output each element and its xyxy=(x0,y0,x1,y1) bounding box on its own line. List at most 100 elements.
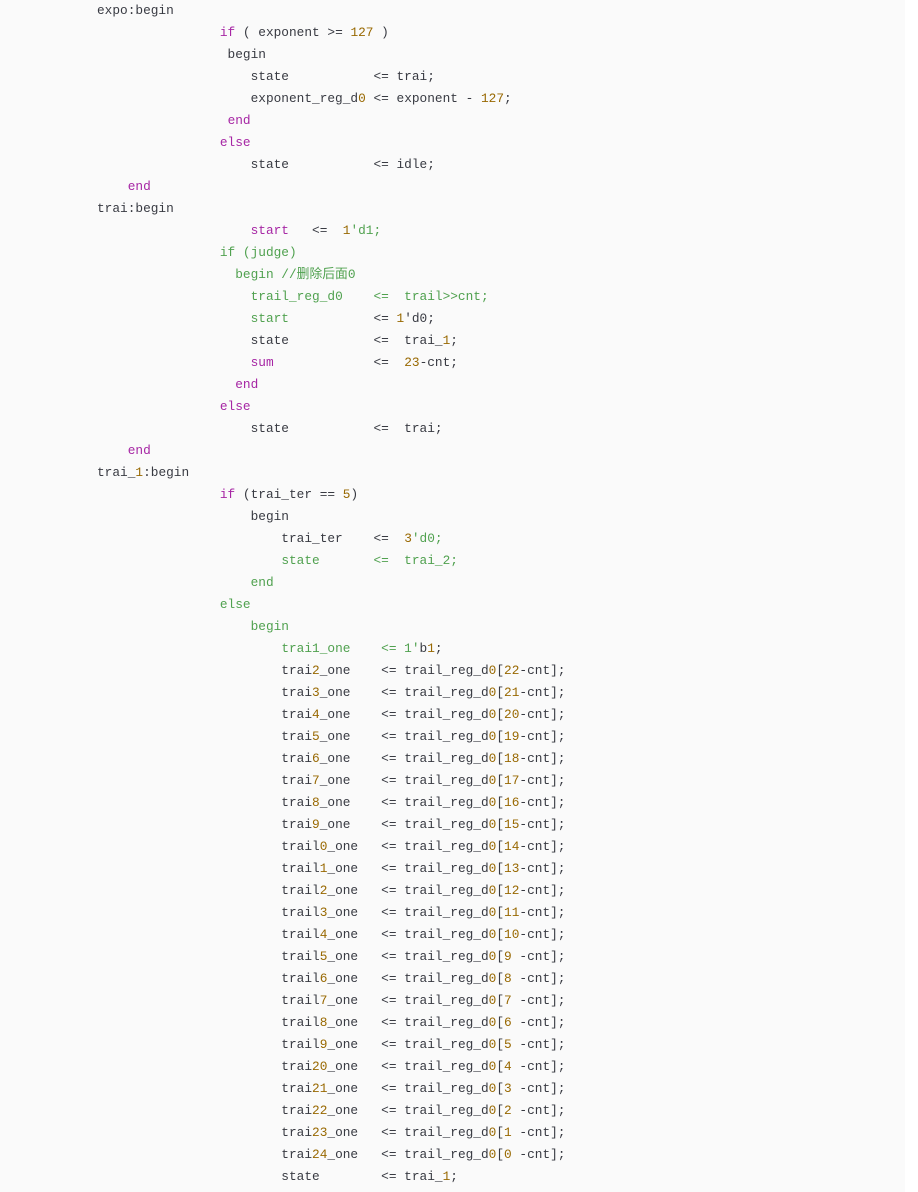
code-number: 5 xyxy=(504,1037,512,1052)
code-keyword: else xyxy=(219,399,251,414)
code-line: trai21_one <= trail_reg_d0[3 -cnt]; xyxy=(97,1078,566,1100)
code-text: ( exponent >= xyxy=(235,25,351,40)
code-text: -cnt]; xyxy=(511,1015,566,1030)
code-number: 0 xyxy=(488,993,497,1008)
code-line: trai:begin xyxy=(97,198,566,220)
code-text: :begin xyxy=(143,465,190,480)
code-number: 0 xyxy=(488,729,497,744)
code-number: 4 xyxy=(504,1059,512,1074)
code-text: trail xyxy=(97,971,320,986)
code-text: [ xyxy=(496,1147,505,1162)
code-text: [ xyxy=(496,1081,505,1096)
code-number: 0 xyxy=(488,905,497,920)
code-keyword: if xyxy=(219,25,236,40)
code-number: 1 xyxy=(319,861,328,876)
code-text: trai xyxy=(97,817,313,832)
code-text: -cnt]; xyxy=(511,1037,566,1052)
code-text: trai xyxy=(97,707,313,722)
code-line: sum <= 23-cnt; xyxy=(97,352,566,374)
code-text: _one <= trail_reg_d xyxy=(319,685,489,700)
code-number: 0 xyxy=(504,1147,512,1162)
code-number: 5 xyxy=(312,729,320,744)
code-string: else xyxy=(219,597,251,612)
code-number: 8 xyxy=(319,1015,328,1030)
code-text: expo:begin xyxy=(97,3,174,18)
code-text: _one <= trail_reg_d xyxy=(319,663,489,678)
code-text: [ xyxy=(496,1125,505,1140)
code-number: 14 xyxy=(504,839,520,854)
code-text: trail xyxy=(97,839,320,854)
code-text: begin xyxy=(97,509,289,524)
code-number: 2 xyxy=(312,663,320,678)
code-line: end xyxy=(97,110,566,132)
code-number: 21 xyxy=(504,685,520,700)
code-number: 1 xyxy=(442,1169,451,1184)
code-number: 19 xyxy=(504,729,520,744)
code-number: 0 xyxy=(488,1081,497,1096)
code-text: trail xyxy=(97,883,320,898)
code-number: 8 xyxy=(504,971,512,986)
code-text: trail xyxy=(97,1037,320,1052)
code-text xyxy=(97,399,220,414)
code-number: 1 xyxy=(342,223,351,238)
code-text: -cnt]; xyxy=(519,707,566,722)
code-text: _one <= trail_reg_d xyxy=(327,1037,489,1052)
code-text: -cnt]; xyxy=(519,663,566,678)
code-string: 'd0; xyxy=(411,531,443,546)
code-text: (trai_ter == xyxy=(235,487,343,502)
code-number: 0 xyxy=(488,707,497,722)
code-number: 12 xyxy=(504,883,520,898)
code-line: trai_1:begin xyxy=(97,462,566,484)
code-line: trai9_one <= trail_reg_d0[15-cnt]; xyxy=(97,814,566,836)
code-line: if (judge) xyxy=(97,242,566,264)
code-text: _one <= trail_reg_d xyxy=(327,927,489,942)
code-text: -cnt]; xyxy=(511,949,566,964)
code-line: trail9_one <= trail_reg_d0[5 -cnt]; xyxy=(97,1034,566,1056)
code-line: else xyxy=(97,396,566,418)
code-number: 11 xyxy=(504,905,520,920)
code-text: [ xyxy=(496,993,505,1008)
code-text: -cnt]; xyxy=(511,1059,566,1074)
code-number: 9 xyxy=(319,1037,328,1052)
code-text: ) xyxy=(350,487,359,502)
code-line: state <= trai_1; xyxy=(97,330,566,352)
code-text: trai:begin xyxy=(97,201,174,216)
code-text: -cnt]; xyxy=(519,751,566,766)
code-number: 0 xyxy=(319,839,328,854)
code-text xyxy=(97,597,220,612)
code-text: _one <= trail_reg_d xyxy=(327,1015,489,1030)
code-text: ; xyxy=(450,333,458,348)
code-line: trai3_one <= trail_reg_d0[21-cnt]; xyxy=(97,682,566,704)
code-text: -cnt]; xyxy=(511,1081,566,1096)
code-number: 0 xyxy=(488,839,497,854)
code-text: trail xyxy=(97,861,320,876)
code-text: _one <= trail_reg_d xyxy=(327,839,489,854)
code-text: _one <= trail_reg_d xyxy=(327,993,489,1008)
code-text: -cnt]; xyxy=(519,817,566,832)
code-text: <= xyxy=(373,311,397,326)
code-text: trai xyxy=(97,795,313,810)
code-string: state <= trai_2; xyxy=(281,553,458,568)
code-number: 0 xyxy=(488,927,497,942)
code-text xyxy=(97,245,220,260)
code-number: 127 xyxy=(350,25,374,40)
code-text: trai xyxy=(97,685,313,700)
code-text: trai_ter <= xyxy=(97,531,405,546)
code-number: 0 xyxy=(488,1103,497,1118)
code-text xyxy=(97,641,281,656)
code-number: 3 xyxy=(312,685,320,700)
code-line: start <= 1'd1; xyxy=(97,220,566,242)
code-number: 127 xyxy=(481,91,505,106)
code-text: ; xyxy=(450,1169,458,1184)
code-line: begin xyxy=(97,44,566,66)
code-number: 17 xyxy=(504,773,520,788)
code-text: -cnt]; xyxy=(511,1125,566,1140)
code-keyword: sum xyxy=(250,355,274,370)
code-text: -cnt]; xyxy=(519,773,566,788)
code-line: trai4_one <= trail_reg_d0[20-cnt]; xyxy=(97,704,566,726)
code-text: state <= trai; xyxy=(97,69,435,84)
code-string: if (judge) xyxy=(219,245,297,260)
code-number: 3 xyxy=(319,905,328,920)
code-text xyxy=(97,25,220,40)
code-text: _one <= trail_reg_d xyxy=(327,1147,489,1162)
